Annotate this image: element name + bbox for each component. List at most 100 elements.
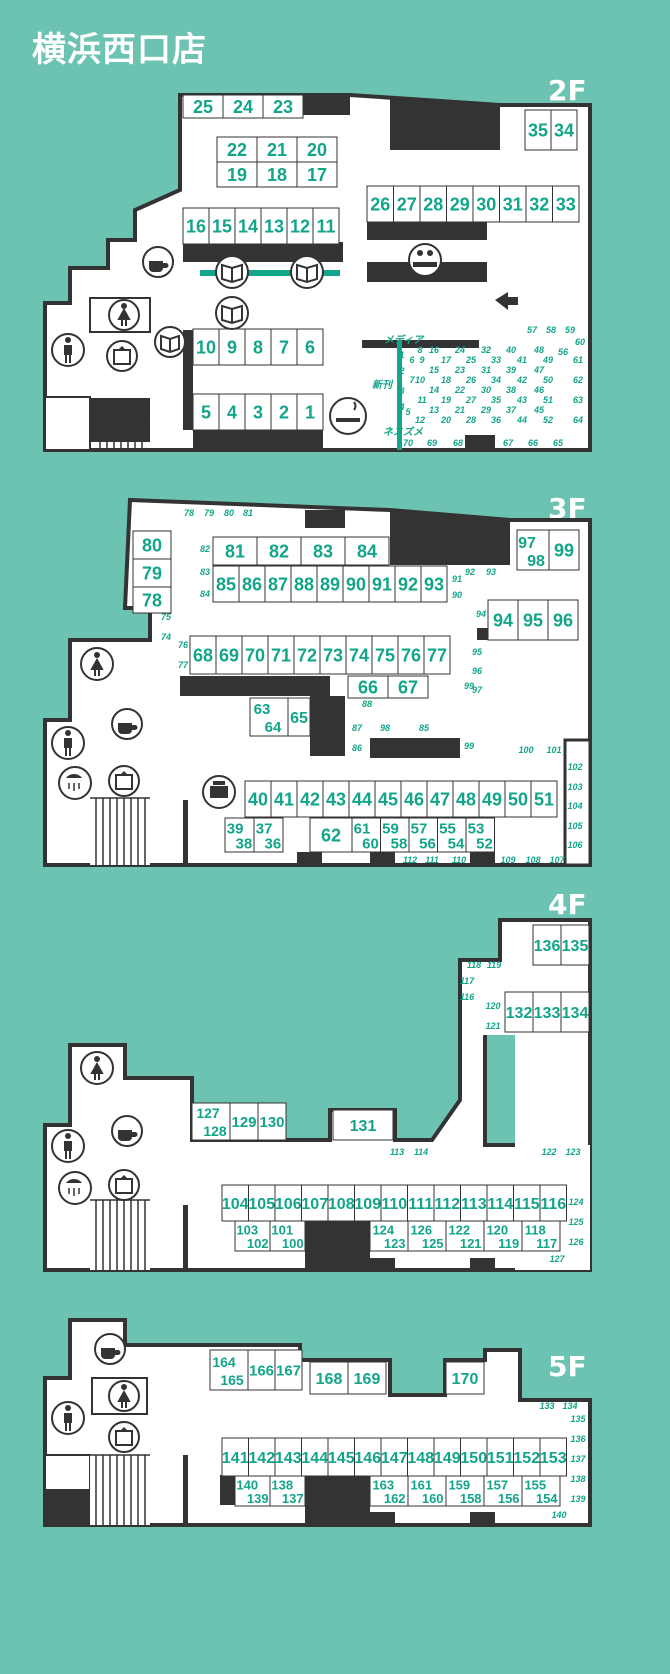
booth-cell[interactable] — [300, 536, 346, 566]
booth-cell[interactable] — [256, 536, 302, 566]
booth-cell[interactable] — [269, 1475, 306, 1507]
booth-cell[interactable] — [316, 565, 344, 603]
booth-cell[interactable] — [400, 780, 428, 818]
booth-cell[interactable] — [445, 1220, 485, 1252]
booth-cell[interactable] — [560, 991, 590, 1033]
booth-cell[interactable] — [257, 1102, 287, 1141]
booth-cell[interactable] — [380, 1437, 408, 1477]
booth-cell[interactable] — [380, 1184, 408, 1222]
booth-cell[interactable] — [472, 185, 500, 223]
booth-cell[interactable] — [445, 1475, 485, 1507]
booth-cell[interactable] — [132, 530, 172, 560]
booth-cell[interactable] — [182, 207, 210, 245]
booth-cell[interactable] — [408, 817, 438, 853]
booth-cell[interactable] — [387, 675, 429, 699]
booth-cell[interactable] — [521, 1475, 561, 1507]
booth-cell[interactable] — [407, 1184, 435, 1222]
booth-cell[interactable] — [256, 161, 298, 188]
booth-cell[interactable] — [504, 780, 532, 818]
booth-cell[interactable] — [327, 1184, 355, 1222]
booth-cell[interactable] — [296, 393, 324, 431]
booth-cell[interactable] — [269, 1220, 306, 1252]
booth-cell[interactable] — [247, 1349, 276, 1391]
booth-cell[interactable] — [369, 1220, 409, 1252]
booth-cell[interactable] — [241, 635, 269, 675]
booth-cell[interactable] — [274, 1184, 302, 1222]
booth-cell[interactable] — [301, 1437, 329, 1477]
booth-cell[interactable] — [478, 780, 506, 818]
booth-cell[interactable] — [368, 565, 396, 603]
booth-cell[interactable] — [407, 1220, 447, 1252]
booth-cell[interactable] — [209, 1349, 249, 1391]
booth-cell[interactable] — [332, 1109, 394, 1141]
booth-cell[interactable] — [212, 565, 240, 603]
booth-cell[interactable] — [132, 558, 172, 588]
booth-cell[interactable] — [270, 328, 298, 366]
booth-cell[interactable] — [191, 1102, 231, 1141]
booth-cell[interactable] — [539, 1184, 567, 1222]
booth-cell[interactable] — [264, 565, 292, 603]
booth-cell[interactable] — [374, 780, 402, 818]
booth-cell[interactable] — [208, 207, 236, 245]
booth-cell[interactable] — [532, 991, 562, 1033]
booth-cell[interactable] — [348, 780, 376, 818]
booth-cell[interactable] — [419, 185, 447, 223]
booth-cell[interactable] — [513, 1184, 541, 1222]
booth-cell[interactable] — [460, 1437, 488, 1477]
booth-cell[interactable] — [517, 599, 549, 641]
booth-cell[interactable] — [192, 328, 220, 366]
booth-cell[interactable] — [426, 780, 454, 818]
booth-cell[interactable] — [224, 817, 255, 853]
booth-cell[interactable] — [342, 565, 370, 603]
booth-cell[interactable] — [465, 817, 495, 853]
booth-cell[interactable] — [296, 161, 338, 188]
booth-cell[interactable] — [290, 565, 318, 603]
booth-cell[interactable] — [548, 529, 580, 571]
booth-cell[interactable] — [423, 635, 451, 675]
booth-cell[interactable] — [560, 924, 590, 966]
booth-cell[interactable] — [287, 697, 311, 737]
booth-cell[interactable] — [270, 393, 298, 431]
booth-cell[interactable] — [260, 207, 288, 245]
booth-cell[interactable] — [229, 1102, 259, 1141]
booth-cell[interactable] — [552, 185, 580, 223]
booth-cell[interactable] — [319, 635, 347, 675]
booth-cell[interactable] — [407, 1475, 447, 1507]
booth-cell[interactable] — [312, 207, 340, 245]
booth-cell[interactable] — [274, 1437, 302, 1477]
booth-cell[interactable] — [521, 1220, 561, 1252]
booth-cell[interactable] — [487, 599, 519, 641]
booth-cell[interactable] — [393, 185, 421, 223]
booth-cell[interactable] — [530, 780, 558, 818]
booth-cell[interactable] — [309, 817, 353, 853]
booth-cell[interactable] — [445, 1361, 485, 1395]
booth-cell[interactable] — [244, 780, 272, 818]
booth-cell[interactable] — [380, 817, 410, 853]
booth-cell[interactable] — [309, 1361, 349, 1395]
booth-cell[interactable] — [327, 1437, 355, 1477]
booth-cell[interactable] — [394, 565, 422, 603]
booth-cell[interactable] — [192, 393, 220, 431]
booth-cell[interactable] — [354, 1184, 382, 1222]
booth-cell[interactable] — [248, 1437, 276, 1477]
booth-cell[interactable] — [218, 393, 246, 431]
booth-cell[interactable] — [270, 780, 298, 818]
booth-cell[interactable] — [437, 817, 467, 853]
booth-cell[interactable] — [354, 1437, 382, 1477]
booth-cell[interactable] — [274, 1349, 303, 1391]
booth-cell[interactable] — [420, 565, 448, 603]
booth-cell[interactable] — [369, 1475, 409, 1507]
booth-cell[interactable] — [550, 109, 578, 151]
booth-cell[interactable] — [132, 586, 172, 614]
booth-cell[interactable] — [347, 1361, 387, 1395]
booth-cell[interactable] — [547, 599, 579, 641]
booth-cell[interactable] — [460, 1184, 488, 1222]
booth-cell[interactable] — [262, 94, 304, 119]
booth-cell[interactable] — [216, 161, 258, 188]
booth-cell[interactable] — [525, 185, 553, 223]
booth-cell[interactable] — [244, 328, 272, 366]
booth-cell[interactable] — [516, 529, 550, 571]
booth-cell[interactable] — [344, 536, 390, 566]
booth-cell[interactable] — [296, 328, 324, 366]
booth-cell[interactable] — [212, 536, 258, 566]
